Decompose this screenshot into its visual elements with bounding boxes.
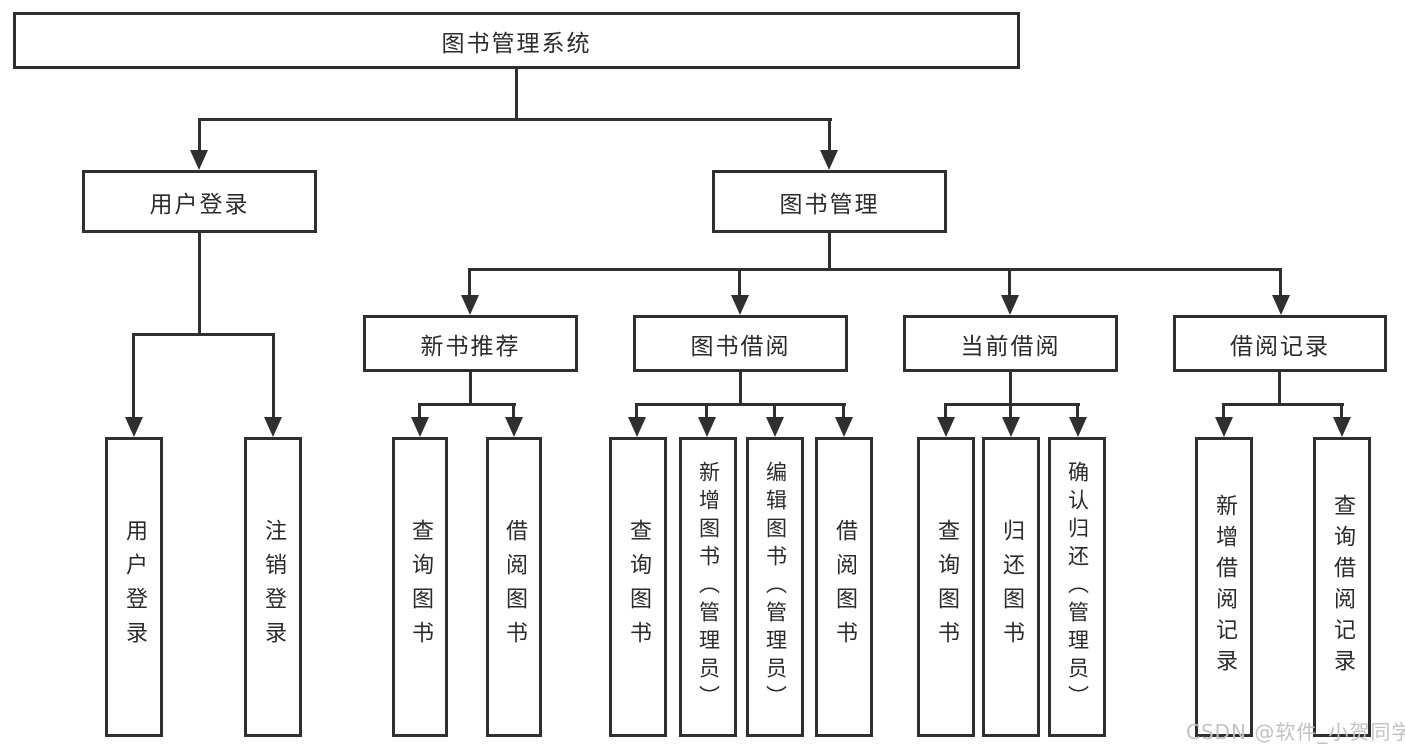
leaf-user-login: 用户登录: [105, 437, 163, 737]
arrow-down-icon: [731, 295, 749, 315]
connector-vline: [1279, 268, 1282, 297]
connector-vline: [828, 233, 831, 270]
connector-vline: [1008, 268, 1011, 297]
node-user-login: 用户登录: [82, 170, 317, 233]
node-book-management: 图书管理: [712, 170, 947, 233]
connector-vline: [1076, 403, 1079, 420]
connector-vline: [468, 268, 471, 297]
arrow-down-icon: [125, 417, 143, 437]
connector-vline: [739, 372, 742, 405]
leaf-borrow-borrow-books: 借阅图书: [815, 437, 873, 737]
connector-vline: [1009, 403, 1012, 420]
connector-vline: [272, 333, 275, 419]
node-borrowing-records: 借阅记录: [1173, 315, 1387, 372]
arrow-down-icon: [1215, 417, 1233, 437]
arrow-down-icon: [190, 150, 208, 170]
connector-hline: [198, 118, 832, 121]
connector-vline: [198, 233, 201, 335]
connector-vline: [469, 372, 472, 405]
arrow-down-icon: [461, 295, 479, 315]
connector-vline: [512, 403, 515, 420]
arrow-down-icon: [698, 417, 716, 437]
connector-hline: [418, 403, 516, 406]
connector-vline: [738, 268, 741, 297]
connector-vline: [842, 403, 845, 420]
node-root: 图书管理系统: [13, 12, 1020, 69]
connector-hline: [1222, 403, 1344, 406]
leaf-records-add-record: 新增借阅记录: [1195, 437, 1253, 737]
connector-vline: [635, 403, 638, 420]
watermark: CSDN @软件_小贺同学: [1186, 720, 1405, 744]
node-book-borrowing: 图书借阅: [633, 315, 848, 372]
leaf-borrow-edit-books-admin: 编辑图书（管理员）: [746, 437, 804, 737]
leaf-recommend-borrow-books: 借阅图书: [486, 437, 542, 737]
connector-vline: [1340, 403, 1343, 420]
connector-vline: [944, 403, 947, 420]
leaf-current-return-books: 归还图书: [982, 437, 1040, 737]
node-new-book-recommendation: 新书推荐: [363, 315, 578, 372]
arrow-down-icon: [1069, 417, 1087, 437]
connector-hline: [944, 403, 1080, 406]
leaf-records-query-record: 查询借阅记录: [1313, 437, 1371, 737]
node-current-borrowing: 当前借阅: [903, 315, 1118, 372]
connector-vline: [828, 118, 831, 154]
leaf-logout: 注销登录: [244, 437, 302, 737]
arrow-down-icon: [411, 417, 429, 437]
connector-vline: [515, 69, 518, 120]
arrow-down-icon: [820, 150, 838, 170]
arrow-down-icon: [1001, 295, 1019, 315]
connector-hline: [468, 268, 1282, 271]
arrow-down-icon: [505, 417, 523, 437]
arrow-down-icon: [1272, 295, 1290, 315]
arrow-down-icon: [1333, 417, 1351, 437]
arrow-down-icon: [937, 417, 955, 437]
connector-vline: [418, 403, 421, 420]
leaf-borrow-add-books-admin: 新增图书（管理员）: [679, 437, 737, 737]
leaf-current-query-books: 查询图书: [917, 437, 975, 737]
arrow-down-icon: [766, 417, 784, 437]
connector-vline: [198, 118, 201, 154]
arrow-down-icon: [628, 417, 646, 437]
connector-hline: [132, 333, 275, 336]
leaf-borrow-query-books: 查询图书: [609, 437, 667, 737]
connector-hline: [635, 403, 846, 406]
connector-vline: [1222, 403, 1225, 420]
connector-vline: [1009, 372, 1012, 405]
arrow-down-icon: [264, 417, 282, 437]
connector-vline: [132, 333, 135, 419]
arrow-down-icon: [835, 417, 853, 437]
connector-vline: [773, 403, 776, 420]
arrow-down-icon: [1002, 417, 1020, 437]
connector-vline: [1278, 372, 1281, 405]
leaf-recommend-query-books: 查询图书: [392, 437, 448, 737]
connector-vline: [705, 403, 708, 420]
leaf-current-confirm-return-admin: 确认归还（管理员）: [1048, 437, 1106, 737]
